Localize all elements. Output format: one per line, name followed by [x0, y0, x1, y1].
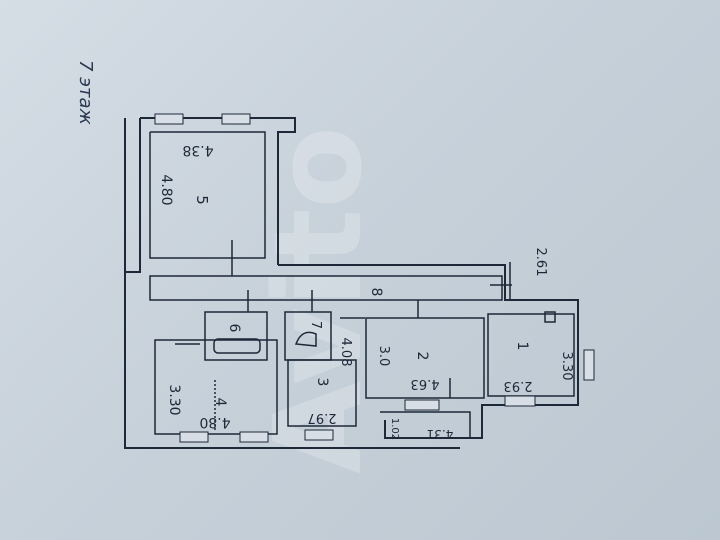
- room-2-outline: [365, 317, 485, 399]
- window-mark: [154, 113, 184, 125]
- room-6-outline: [204, 311, 268, 361]
- room-6-number: 6: [226, 324, 242, 333]
- bathtub-shape: [213, 338, 261, 354]
- room-4-dim-a: 3.30: [166, 384, 182, 415]
- toilet-shape: [294, 331, 317, 347]
- room-1-dim-b: 2.93: [504, 378, 533, 393]
- balcony-length-label: 4.31: [427, 427, 454, 441]
- room-1-dim-a: 3.30: [559, 352, 574, 381]
- inner-walls: [149, 240, 575, 438]
- room-5-dim-a: 4.80: [158, 174, 174, 205]
- room-7-number: 7: [308, 321, 323, 329]
- window-mark: [583, 349, 595, 381]
- window-mark: [239, 431, 269, 443]
- window-mark: [404, 399, 440, 411]
- floor-note: 7 этаж: [75, 60, 96, 126]
- room-2-dim-a: 3.0: [376, 346, 391, 367]
- room-5-number: 5: [193, 195, 211, 205]
- room-4-dim-b: 4.80: [199, 414, 230, 430]
- window-mark: [221, 113, 251, 125]
- window-mark: [304, 429, 334, 441]
- vent-shape: [544, 311, 556, 323]
- room-1-number: 1: [514, 342, 530, 351]
- room-4-number: 4: [212, 398, 228, 407]
- room-3-number: 3: [314, 378, 330, 387]
- room-5-outline: [149, 131, 266, 259]
- window-marks: [154, 113, 595, 443]
- balcony-depth-label: 1.02: [389, 418, 400, 440]
- room-5-dim-b: 4.38: [182, 142, 213, 158]
- room-2-number: 2: [414, 352, 430, 361]
- room-3-dim-b: 2.97: [308, 410, 337, 425]
- room-3-dim-a: 4.08: [338, 338, 353, 367]
- window-mark: [504, 395, 536, 407]
- room-2-dim-b: 4.63: [411, 376, 440, 391]
- room-8-number: 8: [368, 288, 384, 297]
- window-mark: [179, 431, 209, 443]
- loggia-depth-label: 2.61: [533, 248, 548, 277]
- room-3-outline: [287, 359, 357, 427]
